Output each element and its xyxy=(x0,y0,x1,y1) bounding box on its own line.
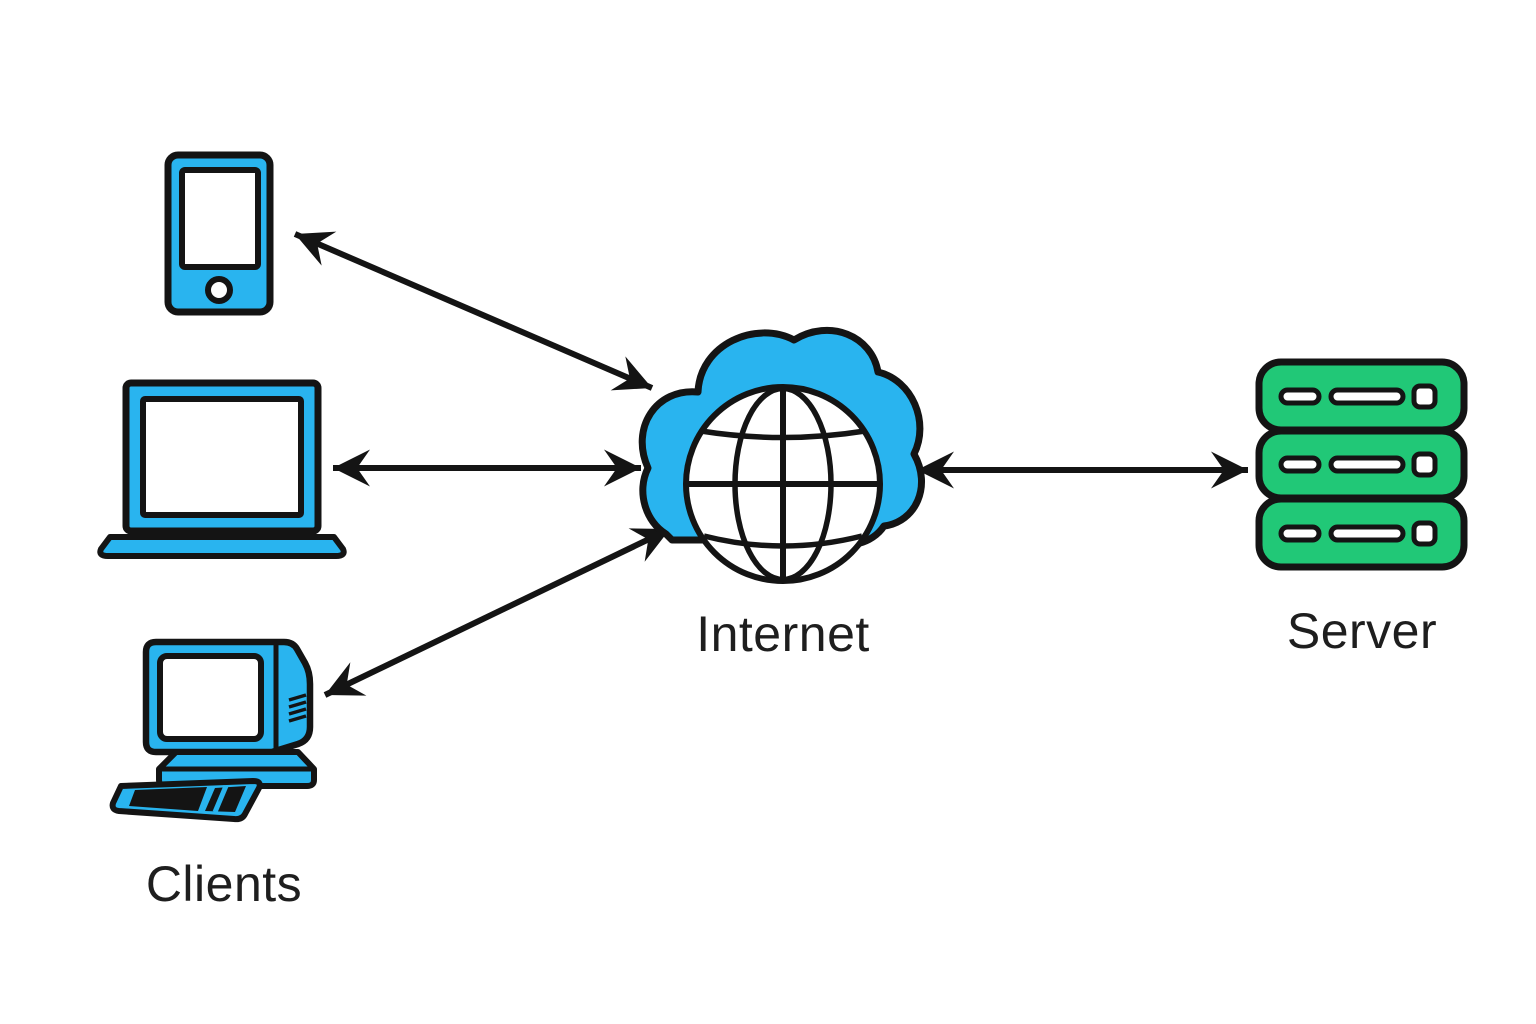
laptop-base xyxy=(97,534,347,559)
server-label: Server xyxy=(1286,603,1438,659)
desktop-computer-icon xyxy=(109,638,317,823)
globe-icon xyxy=(683,384,883,584)
cloud-globe-icon xyxy=(638,327,925,584)
server-slot-long xyxy=(1328,524,1406,543)
phone-screen xyxy=(179,167,261,270)
server-slot-short xyxy=(1278,455,1322,474)
smartphone-icon xyxy=(164,151,274,316)
globe-side-meridians xyxy=(732,385,834,583)
phone-home-button xyxy=(205,276,233,304)
keyboard-keys-left xyxy=(129,787,207,811)
server-slot-long xyxy=(1328,387,1406,406)
internet-label: Internet xyxy=(696,606,870,662)
server-rack-icon xyxy=(1255,358,1468,571)
server-led xyxy=(1411,383,1438,410)
server-slot-short xyxy=(1278,387,1322,406)
laptop-screen xyxy=(140,396,304,518)
arrow-desktop-internet xyxy=(323,526,672,698)
server-unit xyxy=(1255,358,1468,434)
server-unit xyxy=(1255,495,1468,571)
clients-label: Clients xyxy=(145,856,303,912)
server-slot-short xyxy=(1278,524,1322,543)
laptop-icon xyxy=(97,379,347,559)
server-slot-long xyxy=(1328,455,1406,474)
monitor-screen xyxy=(157,653,264,742)
server-unit xyxy=(1255,427,1468,502)
server-led xyxy=(1411,451,1438,478)
monitor-vent-lines xyxy=(288,693,307,723)
keyboard-key-divider xyxy=(212,785,229,813)
arrow-smartphone-internet xyxy=(293,231,654,391)
server-led xyxy=(1411,520,1438,547)
